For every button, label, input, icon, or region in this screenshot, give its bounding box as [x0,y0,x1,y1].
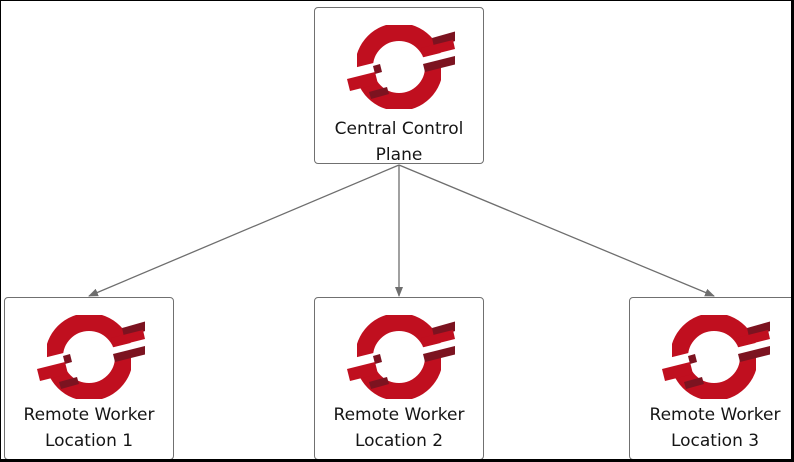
node-label-line1: Remote Worker [649,405,781,425]
node-label-line1: Remote Worker [333,405,465,425]
node-label: Remote Worker Location 1 [5,402,173,454]
node-label-line2: Location 1 [44,431,134,451]
node-label-line2: Location 2 [354,431,444,451]
openshift-logo-icon [658,306,774,404]
openshift-logo-icon [662,313,774,401]
openshift-logo-icon [37,313,149,401]
node-label-line1: Central Control [334,119,464,139]
node-label: Remote Worker Location 3 [630,402,794,454]
node-remote-worker-1[interactable]: Remote Worker Location 1 [4,297,174,460]
node-label-line1: Remote Worker [23,405,155,425]
openshift-logo-icon [343,306,459,404]
node-central-control-plane[interactable]: Central Control Plane [314,7,484,165]
node-remote-worker-3[interactable]: Remote Worker Location 3 [629,297,794,460]
node-label: Remote Worker Location 2 [315,402,483,454]
node-remote-worker-2[interactable]: Remote Worker Location 2 [314,297,484,460]
node-label: Central Control Plane [315,116,483,168]
openshift-logo-icon [343,16,459,114]
node-label-line2: Plane [375,145,423,165]
node-label-line2: Location 3 [670,431,760,451]
openshift-logo-icon [33,306,149,404]
openshift-logo-icon [347,23,459,111]
openshift-logo-icon [347,313,459,401]
